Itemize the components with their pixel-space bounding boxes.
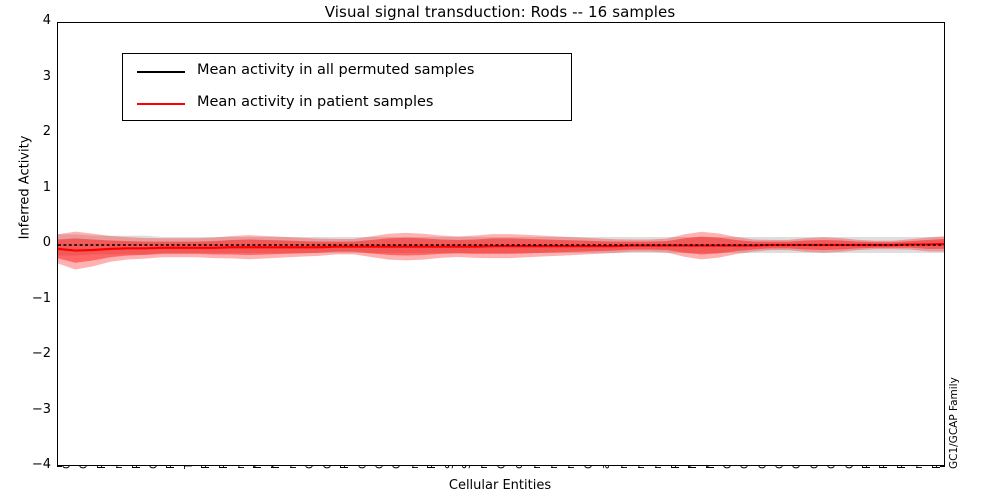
plot-area: Mean activity in all permuted samples Me… (57, 22, 945, 466)
legend-swatch-permuted (137, 71, 185, 73)
legend-swatch-patient (137, 103, 185, 105)
confidence-band (58, 231, 944, 270)
legend-label-patient: Mean activity in patient samples (197, 94, 434, 110)
y-tick-mark (57, 466, 62, 468)
y-tick-label: −3 (31, 401, 51, 417)
confidence-band (58, 236, 944, 263)
y-tick-label: −1 (31, 290, 51, 306)
x-axis-label: Cellular Entities (448, 478, 552, 493)
series-canvas (58, 231, 944, 270)
series-line (58, 242, 944, 252)
y-tick-label: 3 (42, 68, 51, 84)
y-tick-label: 0 (42, 235, 51, 250)
legend-item-patient[interactable]: Mean activity in patient samples (123, 87, 571, 121)
y-tick-label: 2 (42, 124, 51, 139)
legend-box: Mean activity in all permuted samples Me… (122, 53, 572, 121)
legend-label-permuted: Mean activity in all permuted samples (197, 62, 475, 78)
y-tick-label: 4 (42, 13, 51, 28)
chart-title: Visual signal transduction: Rods -- 16 s… (324, 3, 676, 21)
y-tick-mark (940, 466, 945, 468)
confidence-bands (58, 231, 944, 270)
y-tick-label: −4 (31, 457, 51, 472)
y-tick-label: 1 (42, 179, 51, 195)
series-lines (58, 242, 944, 252)
x-tick-label: GC1/GCAP Family (948, 377, 960, 469)
legend-item-permuted[interactable]: Mean activity in all permuted samples (123, 55, 571, 89)
y-tick-label: −2 (31, 346, 51, 361)
